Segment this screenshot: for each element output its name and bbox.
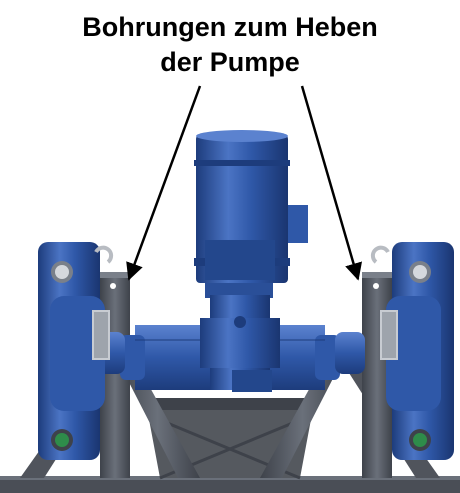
caption: Bohrungen zum Heben der Pumpe xyxy=(0,10,460,80)
pump-head-right xyxy=(370,242,454,460)
gearbox xyxy=(200,278,280,392)
pump-head-left xyxy=(38,242,114,460)
caption-line-2: der Pumpe xyxy=(160,47,300,77)
lifting-hole-arrow-right xyxy=(300,85,363,281)
caption-line-1: Bohrungen zum Heben xyxy=(82,12,378,42)
lifting-hole-left xyxy=(110,283,116,289)
lifting-hole-arrow-left xyxy=(126,85,202,281)
motor xyxy=(194,130,308,283)
lifting-hole-right xyxy=(373,283,379,289)
